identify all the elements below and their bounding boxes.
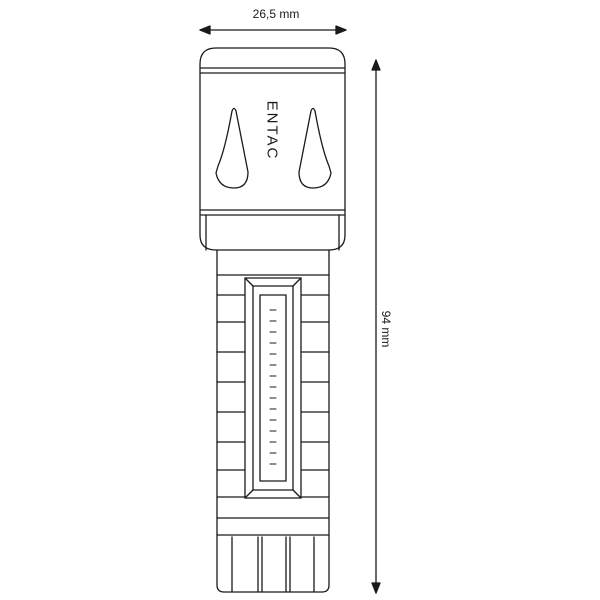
height-dimension-arrow <box>371 59 381 594</box>
width-dimension-label: 26,5 mm <box>252 7 300 21</box>
tail-cap <box>216 517 330 593</box>
height-dimension-label: 94 mm <box>379 310 393 348</box>
grip-cutout-right <box>298 107 332 189</box>
grip-cutout-left <box>215 107 249 189</box>
width-dimension-arrow <box>199 25 347 35</box>
brand-logo-text: ENTAC <box>263 100 281 161</box>
switch-panel <box>244 277 302 499</box>
